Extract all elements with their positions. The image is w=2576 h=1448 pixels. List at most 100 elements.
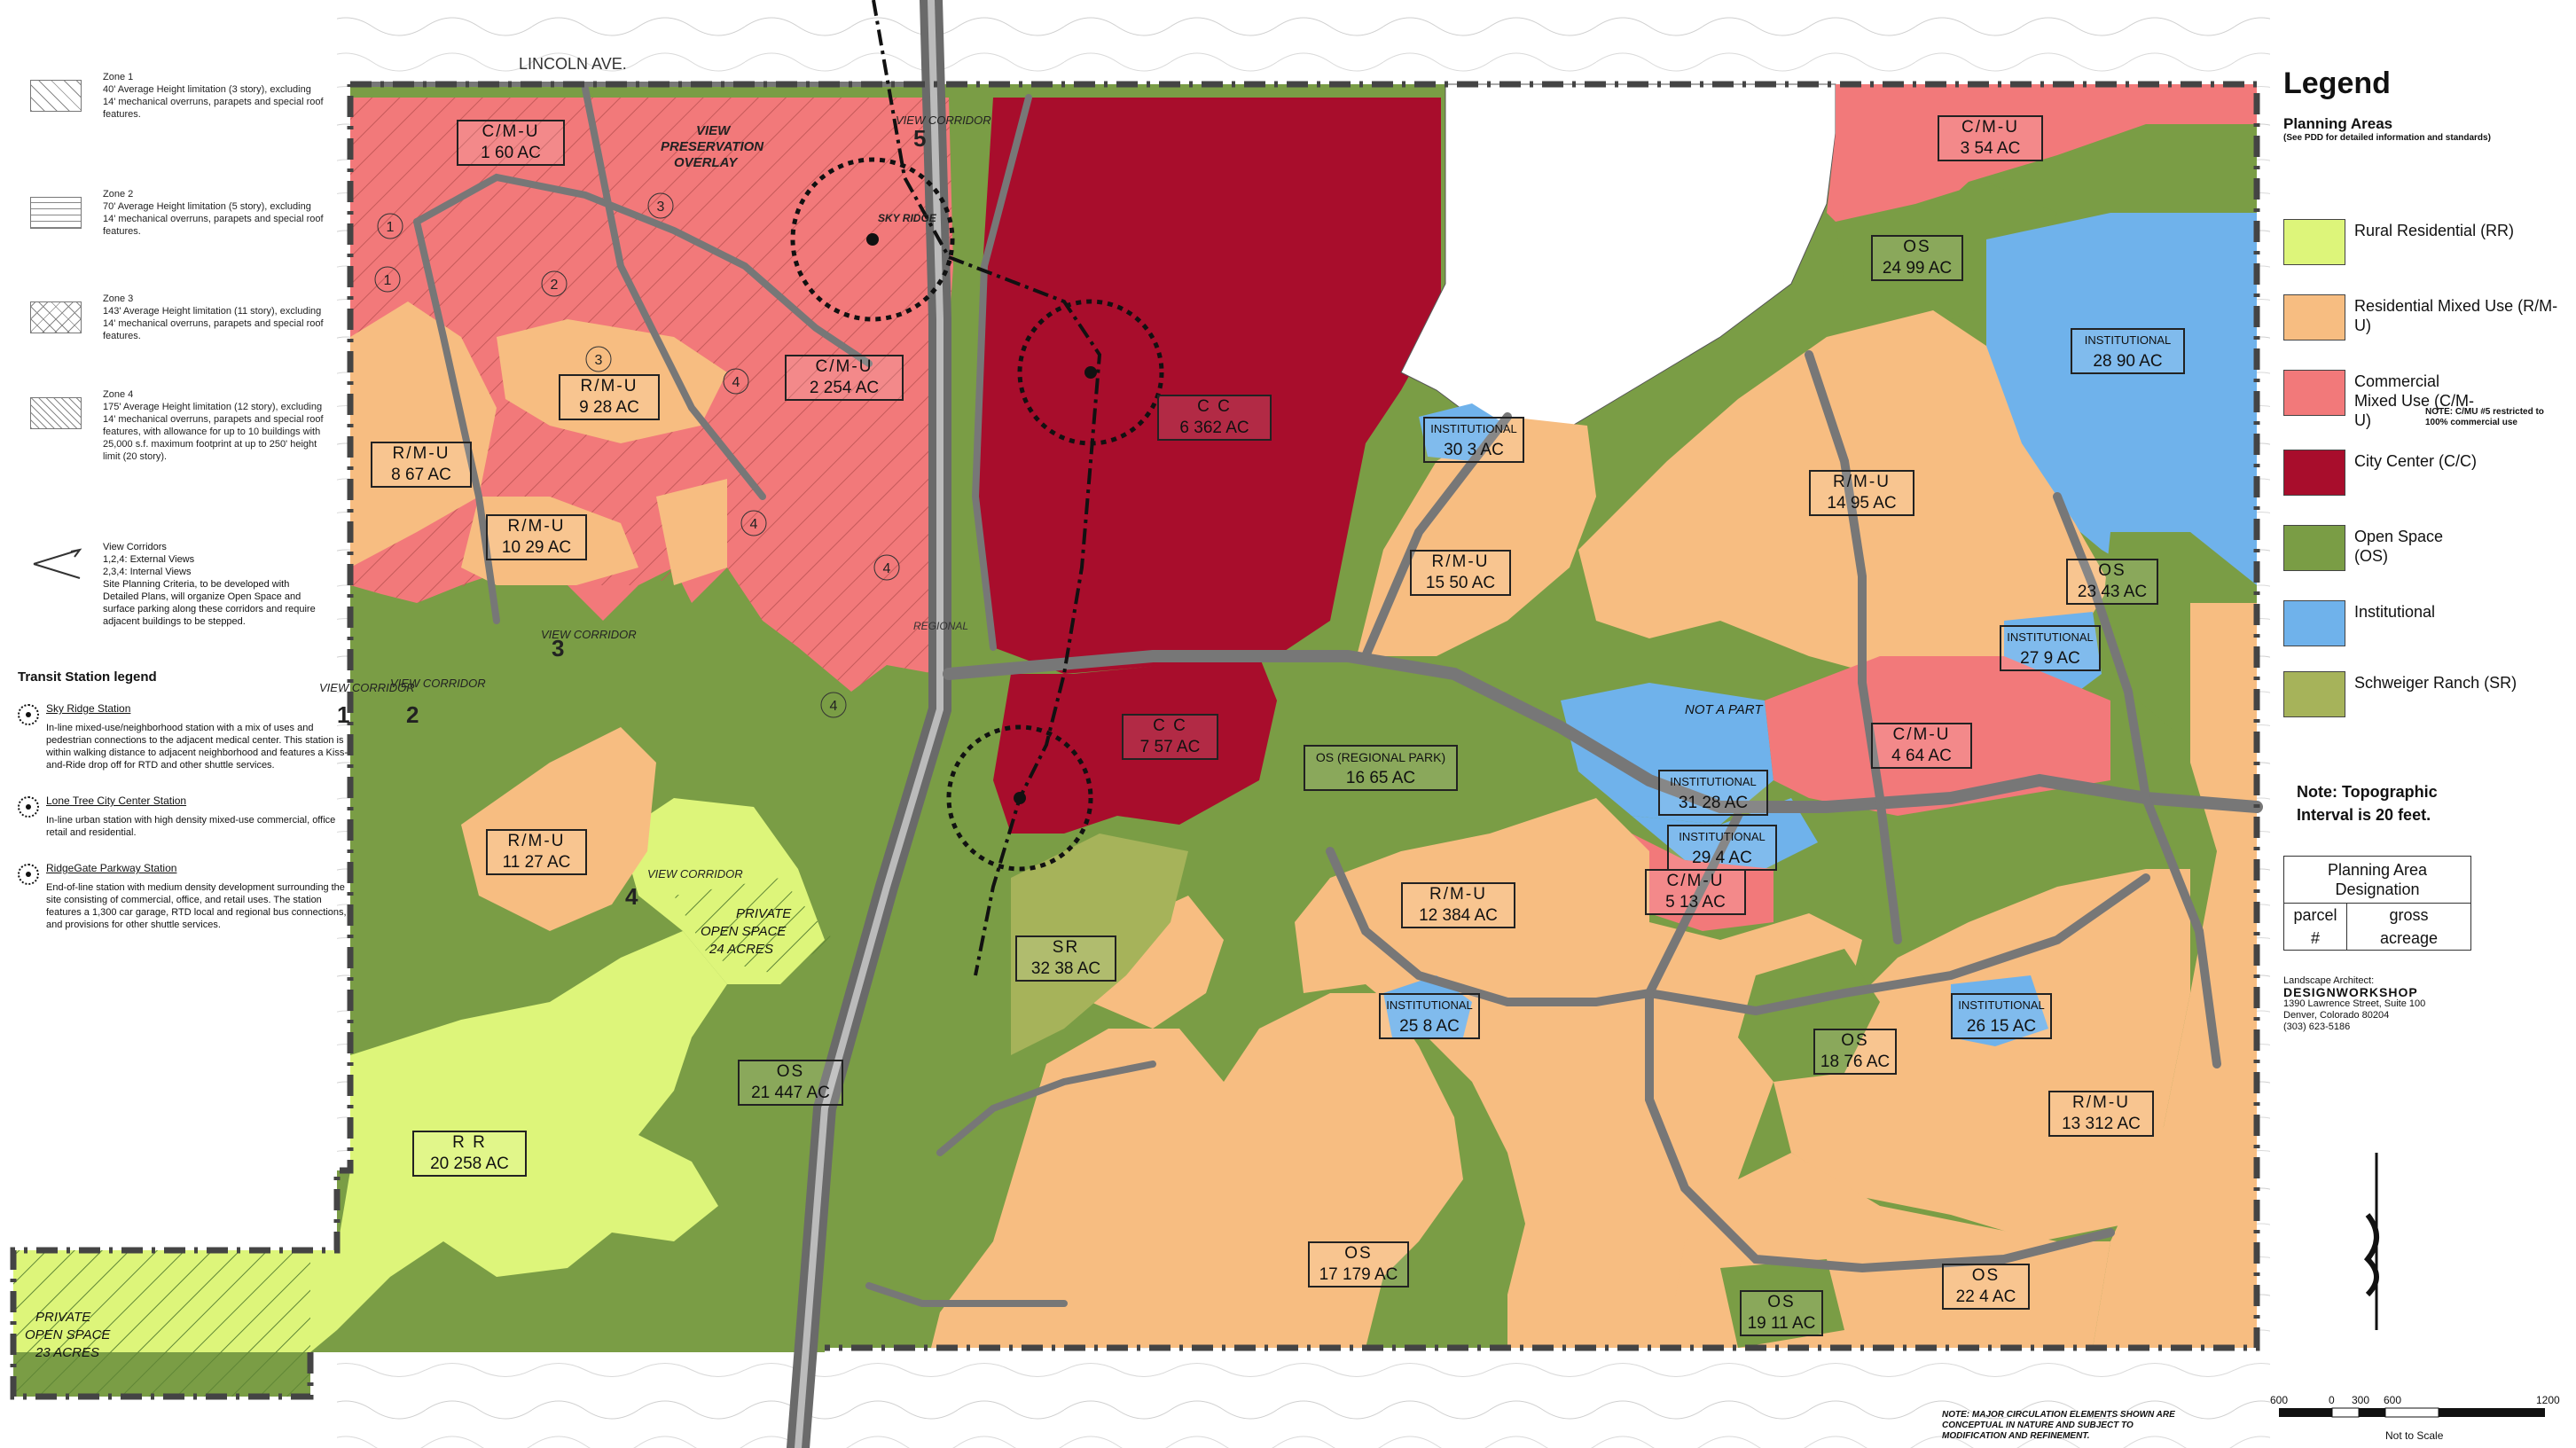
views-text: Site Planning Criteria, to be developed …	[103, 579, 316, 627]
parcel-designation: OS (REGIONAL PARK)	[1315, 750, 1446, 764]
parcel-designation: C C	[1197, 397, 1232, 416]
vc-number-3: 3	[552, 635, 564, 661]
svg-text:4: 4	[883, 561, 891, 576]
parcel-label[interactable]: R/M-U 12 384 AC	[1401, 882, 1515, 928]
parcel-acreage: 5 13 AC	[1665, 893, 1726, 912]
light-rail-line	[872, 0, 1102, 976]
views-line-1: 1,2,4: External Views	[103, 554, 195, 565]
parcel-designation: R R	[452, 1133, 487, 1152]
topographic-note: Note: Topographic Interval is 20 feet.	[2297, 783, 2438, 824]
parcel-designation: C/M-U	[482, 122, 540, 141]
station-desc: In-line mixed-use/neighborhood station w…	[46, 723, 348, 771]
legend-label: Residential Mixed Use (R/M-U)	[2354, 297, 2558, 334]
parcel-designation: C/M-U	[1666, 872, 1725, 890]
parcel-acreage: 12 384 AC	[1419, 906, 1498, 925]
parcel-label[interactable]: INSTITUTIONAL 27 9 AC	[2000, 625, 2101, 671]
label-view-corridor-3: VIEW CORRIDOR	[541, 628, 637, 641]
vc-number-5: 5	[913, 125, 926, 152]
parcel-designation: R/M-U	[580, 377, 638, 395]
parcel-acreage: 16 65 AC	[1345, 769, 1416, 787]
svg-text:2: 2	[551, 278, 559, 293]
parcel-designation: INSTITUTIONAL	[1670, 775, 1757, 788]
parcel-acreage: 18 76 AC	[1820, 1053, 1891, 1071]
vc-number-2: 2	[406, 701, 419, 728]
parcel-acreage: 15 50 AC	[1425, 574, 1496, 592]
label-view-corridor-1: VIEW CORRIDOR	[319, 681, 415, 694]
parcel-acreage: 25 8 AC	[1399, 1017, 1460, 1036]
svg-text:1: 1	[384, 273, 392, 288]
area-rmu-10-east	[656, 479, 727, 585]
scale-bar	[2279, 1407, 2545, 1418]
parcel-acreage: 9 28 AC	[579, 398, 639, 417]
station-icon	[18, 796, 39, 818]
parcel-label[interactable]: OS (REGIONAL PARK) 16 65 AC	[1304, 745, 1458, 791]
area-institutional-25	[1383, 975, 1472, 1037]
parcel-designation: INSTITUTIONAL	[2084, 333, 2172, 347]
label-view-corridor-2: VIEW CORRIDOR	[390, 677, 486, 690]
station-desc: End-of-line station with medium density …	[46, 882, 347, 930]
views-title: View Corridors	[103, 542, 167, 552]
parcel-acreage: 2 254 AC	[809, 379, 880, 397]
label-view-corridor-5: VIEW CORRIDOR	[896, 113, 991, 127]
parcel-designation: INSTITUTIONAL	[2007, 630, 2094, 644]
parcel-designation: C/M-U	[1892, 725, 1951, 744]
transit-station-item: Sky Ridge Station In-line mixed-use/neig…	[18, 702, 355, 771]
zone-swatch	[30, 80, 82, 112]
legend-note: NOTE: C/MU #5 restricted to 100% commerc…	[2425, 407, 2544, 427]
parcel-label[interactable]: INSTITUTIONAL 29 4 AC	[1667, 825, 1777, 871]
parcel-acreage: 27 9 AC	[2020, 649, 2080, 668]
parcel-acreage: 20 258 AC	[430, 1154, 509, 1173]
area-rmu-10	[461, 497, 638, 585]
area-rmu-15	[1357, 417, 1596, 656]
svg-text:4: 4	[750, 517, 758, 532]
parcel-designation: R/M-U	[1429, 885, 1487, 904]
parcel-acreage: 29 4 AC	[1692, 849, 1752, 867]
parcel-designation: INSTITUTIONAL	[1679, 830, 1766, 843]
landscape-architect-credit: Landscape Architect: DESIGNWORKSHOP 1390…	[2283, 975, 2426, 1032]
parcel-designation: R/M-U	[507, 832, 566, 850]
parcel-label[interactable]: R/M-U 13 312 AC	[2048, 1091, 2154, 1137]
parcel-designation: R/M-U	[392, 444, 450, 463]
parcel-label[interactable]: C/M-U 5 13 AC	[1645, 869, 1746, 915]
private-open-space-24	[674, 878, 834, 975]
road-network	[352, 0, 2263, 1448]
legend-swatch	[2283, 525, 2345, 571]
parcel-label[interactable]: R R 20 258 AC	[412, 1131, 527, 1177]
legend-label: Schweiger Ranch (SR)	[2354, 674, 2517, 692]
transit-station-item: Lone Tree City Center Station In-line ur…	[18, 794, 355, 839]
parcel-acreage: 13 312 AC	[2062, 1115, 2141, 1133]
parcel-label[interactable]: R/M-U 9 28 AC	[559, 374, 660, 420]
area-city-center-6	[975, 98, 1441, 674]
parcel-designation: R/M-U	[2072, 1093, 2130, 1112]
legend-swatch	[2283, 600, 2345, 646]
